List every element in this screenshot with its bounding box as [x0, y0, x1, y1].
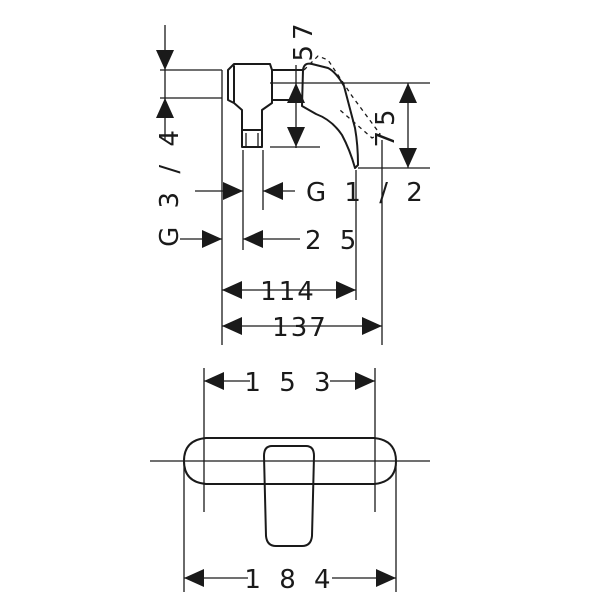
label-137: 137	[272, 313, 328, 343]
arrow-75-top	[399, 83, 417, 103]
side-view: 57 75 G 3 / 4 G 1 / 2 2 5 114 137	[155, 18, 430, 345]
arrow-153-right	[355, 372, 375, 390]
front-lever	[263, 445, 315, 547]
label-57: 57	[289, 18, 319, 61]
mixer-body	[227, 63, 273, 131]
label-75: 75	[371, 104, 401, 147]
arrow-g12-right	[263, 182, 283, 200]
label-153-bg	[250, 365, 330, 397]
front-view: 1 5 3 1 8 4	[150, 365, 430, 595]
label-184-bg	[248, 562, 332, 594]
arrow-g12-left	[223, 182, 243, 200]
arrow-57-bottom	[287, 127, 305, 147]
arrow-137-left	[222, 317, 242, 335]
front-body-plate	[183, 437, 397, 485]
arrow-25-left	[202, 230, 222, 248]
arrow-g34-top	[156, 50, 174, 70]
arrow-25-right	[243, 230, 263, 248]
arrow-75-bottom	[399, 148, 417, 168]
label-153: 1 5 3	[244, 368, 335, 398]
arrow-114-left	[222, 281, 242, 299]
arrow-114-right	[336, 281, 356, 299]
arrow-57-top	[287, 83, 305, 103]
label-g12: G 1 / 2	[306, 178, 428, 208]
lever-open-position	[303, 55, 381, 139]
label-25: 2 5	[305, 226, 361, 256]
label-g34: G 3 / 4	[155, 125, 185, 247]
lever-handle	[301, 62, 359, 169]
arrow-g34-bottom	[156, 98, 174, 118]
arrow-153-left	[204, 372, 224, 390]
label-114: 114	[260, 277, 316, 307]
outlet-connector	[241, 129, 263, 148]
arrow-184-right	[376, 569, 396, 587]
arrow-137-right	[362, 317, 382, 335]
label-184: 1 8 4	[244, 565, 335, 595]
arrow-184-left	[184, 569, 204, 587]
